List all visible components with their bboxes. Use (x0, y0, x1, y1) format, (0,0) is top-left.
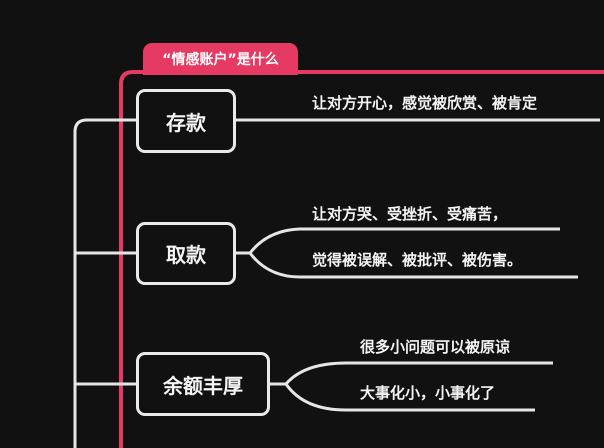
section-title-tag: “情感账户”是什么 (143, 43, 298, 75)
node-qukuan[interactable]: 取款 (136, 222, 236, 285)
section-frame (119, 70, 604, 448)
leaf-text: 觉得被误解、被批评、被伤害。 (312, 251, 523, 269)
node-yue-fenghou[interactable]: 余额丰厚 (136, 352, 270, 416)
leaf-text: 很多小问题可以被原谅 (360, 338, 511, 356)
leaf-text: 让对方开心，感觉被欣赏、被肯定 (312, 94, 538, 112)
branch-yue-1 (270, 361, 553, 386)
node-cunkuan[interactable]: 存款 (136, 89, 236, 153)
leaf-text: 大事化小，小事化了 (360, 384, 496, 402)
branch-qukuan-1 (236, 227, 560, 255)
branch-yue-2 (284, 383, 535, 412)
leaf-text: 让对方哭、受挫折、受痛苦， (312, 205, 508, 223)
root-bracket (73, 118, 136, 448)
branch-qukuan-2 (248, 252, 578, 279)
